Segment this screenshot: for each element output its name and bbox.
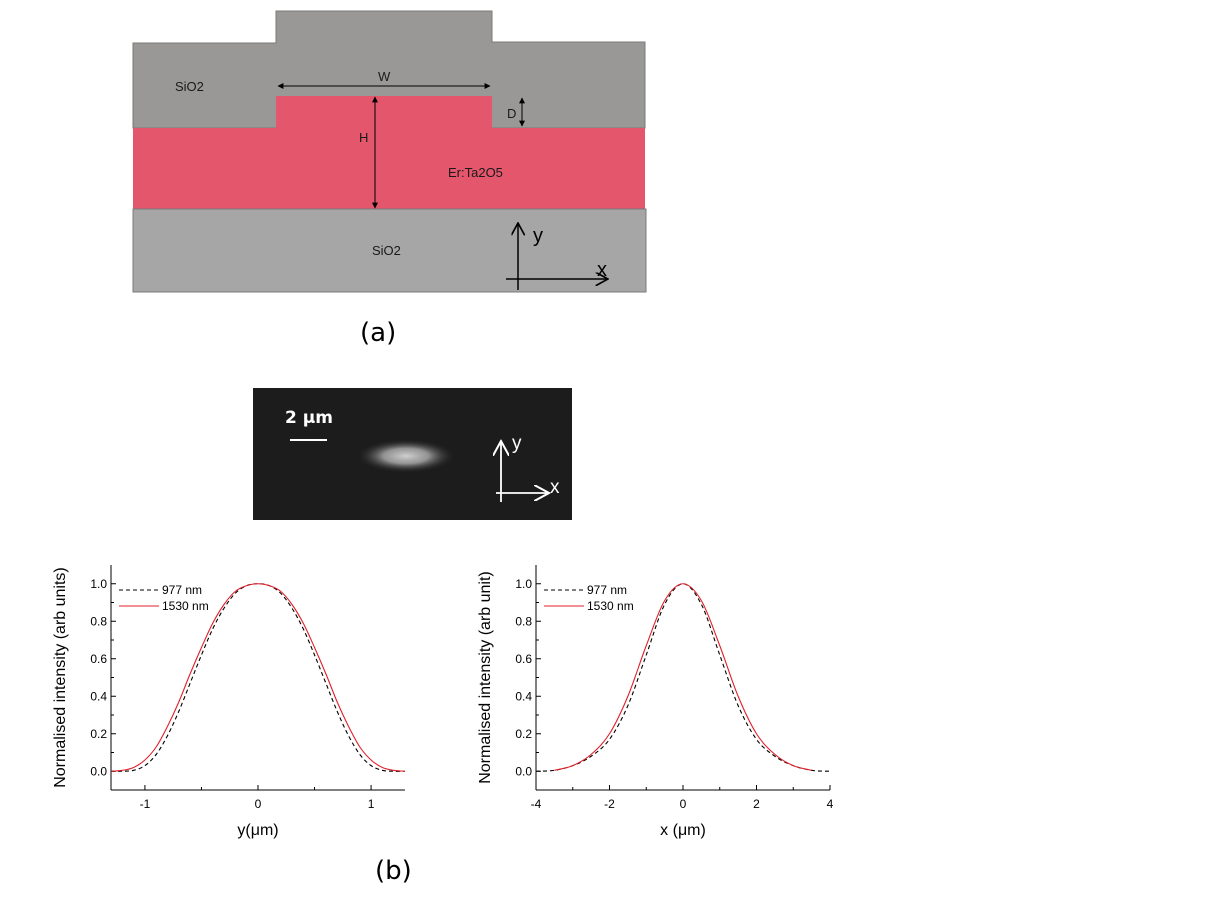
y-tick-label: 1.0 <box>515 577 532 591</box>
y-tick-label: 0.2 <box>90 727 107 741</box>
x-tick-label: -2 <box>604 797 615 811</box>
mode-image: 2 μm y x <box>253 388 572 520</box>
series-line-2 <box>111 583 405 772</box>
chart-y-profile: 0.0 0.2 0.4 0.6 0.8 1.0 -1 0 1 y(μm) Normalised in… <box>52 565 405 839</box>
x-tick-label: 4 <box>827 797 834 811</box>
mode-axis-y-label: y <box>512 433 522 454</box>
y-tick-label: 0.6 <box>515 652 532 666</box>
panel-a-label: (a) <box>360 318 397 348</box>
legend-label: 1530 nm <box>162 599 209 613</box>
mode-spot <box>356 439 456 473</box>
x-tick-label: 2 <box>753 797 760 811</box>
waveguide-diagram: SiO2 W D H Er:Ta2O5 SiO2 y x <box>132 10 647 293</box>
y-tick-label: 0.8 <box>90 614 107 628</box>
x-tick-label: 0 <box>680 797 687 811</box>
x-tick-label: -4 <box>531 797 542 811</box>
chart-x-profile: 0.0 0.2 0.4 0.6 0.8 1.0 -4 -2 0 2 4 x (μm) Normalise… <box>477 565 834 839</box>
series-line-2 <box>554 583 812 771</box>
y-tick-label: 1.0 <box>90 577 107 591</box>
bottom-cladding <box>132 208 647 293</box>
series-line-1 <box>536 583 830 772</box>
y-tick-label: 0.4 <box>515 689 532 703</box>
x-tick-label: 0 <box>255 797 262 811</box>
label-core: Er:Ta2O5 <box>448 165 503 180</box>
y-axis-label: Normalised intensity (arb units) <box>52 567 69 788</box>
label-width: W <box>378 69 391 84</box>
scale-bar-label: 2 μm <box>285 408 333 428</box>
legend-label: 977 nm <box>162 583 202 597</box>
series-line-1 <box>111 583 405 772</box>
y-axis-label: Normalised intensity (arb unit) <box>477 571 494 784</box>
core-layer <box>133 96 645 209</box>
mode-axis-x-label: x <box>550 477 560 498</box>
x-tick-label: -1 <box>140 797 151 811</box>
panel-b-label: (b) <box>375 856 412 886</box>
x-axis-label: y(μm) <box>237 822 278 839</box>
y-tick-label: 0.0 <box>515 764 532 778</box>
label-bottom-cladding: SiO2 <box>372 243 401 258</box>
label-height: H <box>359 130 368 145</box>
y-tick-label: 0.8 <box>515 614 532 628</box>
label-top-cladding: SiO2 <box>175 79 204 94</box>
legend-label: 1530 nm <box>587 599 634 613</box>
y-tick-label: 0.6 <box>90 652 107 666</box>
axis-y-label: y <box>533 225 543 247</box>
y-tick-label: 0.0 <box>90 764 107 778</box>
axis-x-label: x <box>597 259 607 281</box>
legend-label: 977 nm <box>587 583 627 597</box>
x-tick-label: 1 <box>368 797 375 811</box>
y-tick-label: 0.4 <box>90 689 107 703</box>
label-depth: D <box>507 106 516 121</box>
x-axis-label: x (μm) <box>660 822 706 839</box>
y-tick-label: 0.2 <box>515 727 532 741</box>
